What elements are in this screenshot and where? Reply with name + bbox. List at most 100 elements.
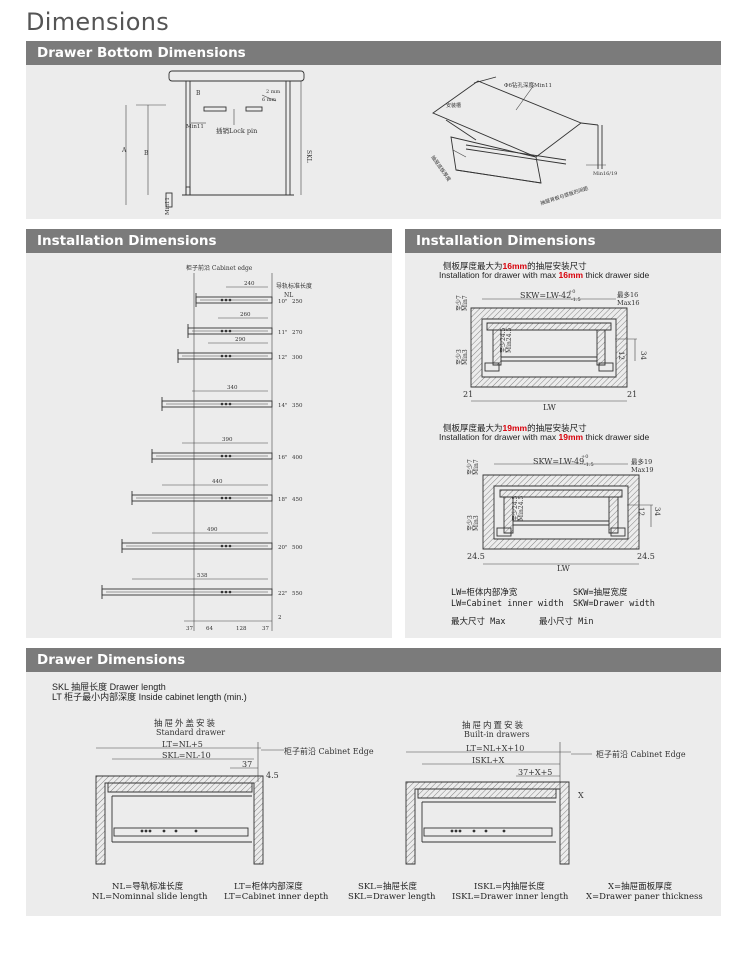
min11-label: Min11: [186, 124, 204, 130]
slide-hole: [224, 354, 228, 358]
legend-iskl-cn: ISKL=内抽屉长度: [474, 882, 545, 892]
standard-drawer-diagram: [95, 742, 284, 865]
legend-iskl-en: ISKL=Drawer inner length: [452, 892, 569, 902]
svg-text:Min11: Min11: [165, 197, 171, 215]
slide-size-label: 10": [278, 299, 288, 305]
lock-pin-label: 插销Lock pin: [216, 126, 257, 135]
bottom-dim-2: 64: [206, 626, 213, 632]
drawer-bottom-drawing: 插销Lock pin Min11 SKL A B B 2 mm 6 mm Min…: [121, 70, 617, 215]
drawer-dims-panel: SKL 抽屉长度 Drawer length LT 柜子最小内部深度 Insid…: [26, 672, 721, 916]
legend-skw-cn: SKW=抽屉宽度: [573, 588, 628, 598]
svg-text:-1.5: -1.5: [584, 462, 594, 468]
side-dim: 2: [278, 615, 282, 621]
svg-text:+0: +0: [568, 289, 575, 295]
slide-nl-label: 250: [292, 299, 303, 305]
section-header-install-left: Installation Dimensions: [26, 229, 392, 253]
svg-text:21: 21: [463, 390, 473, 399]
svg-text:-1.5: -1.5: [571, 297, 581, 303]
svg-text:Min24.5: Min24.5: [518, 496, 525, 521]
slide-hole: [220, 329, 224, 333]
slide-hole: [224, 329, 228, 333]
page-title: Dimensions: [26, 8, 170, 36]
svg-text:12: 12: [617, 351, 625, 360]
svg-text:Min24.5: Min24.5: [506, 328, 513, 353]
slide-nl-label: 300: [292, 355, 303, 361]
svg-text:21: 21: [627, 390, 637, 399]
svg-text:24.5: 24.5: [637, 552, 655, 561]
drawer-iso-top: [432, 80, 582, 158]
svg-text:至少7: 至少7: [467, 459, 474, 475]
intro-lt: LT 柜子最小内部深度 Inside cabinet length (min.): [52, 692, 247, 702]
slide-nl-label: 450: [292, 497, 303, 503]
bottom-dim-4: 37: [262, 626, 269, 632]
svg-text:12: 12: [637, 507, 645, 516]
slide-size-label: 22": [278, 591, 288, 597]
drawer-front-top: [168, 70, 305, 82]
bottom-dim-1: 37: [186, 626, 193, 632]
slide-dim-label: 290: [235, 337, 246, 343]
cabinet-edge-label: 柜子前沿 Cabinet edge: [186, 264, 253, 272]
lw-19-label: LW: [557, 564, 571, 573]
legend-skw-en: SKW=Drawer width: [573, 599, 655, 609]
max19-cn: 最多19: [631, 457, 652, 466]
lt-nlx10: LT=NL+X+10: [466, 744, 524, 753]
svg-text:安装槽: 安装槽: [446, 102, 461, 109]
legend-lw-cn: LW=柜体内部净宽: [451, 588, 518, 598]
lt-nl5: LT=NL+5: [162, 740, 203, 749]
legend-nl-cn: NL=导轨标准长度: [112, 882, 184, 892]
svg-text:Min3: Min3: [462, 349, 469, 365]
intro-skl: SKL 抽屉长度 Drawer length: [52, 682, 166, 692]
svg-text:B: B: [196, 90, 201, 97]
cabinet-edge-1: 柜子前沿 Cabinet Edge: [284, 746, 374, 756]
legend-nl-en: NL=Nominnal slide length: [92, 892, 208, 902]
slide-hole: [224, 544, 228, 548]
legend-min: 最小尺寸 Min: [539, 617, 594, 627]
svg-text:34: 34: [639, 351, 647, 360]
slide-hole: [228, 354, 232, 358]
iskl-x: ISKL+X: [472, 756, 505, 765]
drill-depth-label: Φ6钻孔深度Min11: [504, 81, 552, 89]
caption-19-en: Installation for drawer with max 19mm th…: [439, 432, 650, 442]
bottom-thickness-label: 抽屉底板厚度: [429, 154, 452, 183]
skl-label: SKL: [305, 150, 312, 163]
max19-en: Max19: [631, 466, 653, 474]
svg-text:至少3: 至少3: [456, 349, 463, 365]
svg-text:Min7: Min7: [473, 459, 480, 475]
slide-hole: [228, 402, 232, 406]
slide-dim-label: 538: [197, 573, 208, 579]
svg-text:Min16/19: Min16/19: [593, 171, 617, 177]
slide-size-label: 16": [278, 455, 288, 461]
a-label: A: [121, 147, 127, 154]
drawer-bottom-panel: 插销Lock pin Min11 SKL A B B 2 mm 6 mm Min…: [26, 65, 721, 219]
legend-lt-cn: LT=柜体内部深度: [234, 882, 303, 892]
slide-dim-label: 490: [207, 527, 218, 533]
lw-16-label: LW: [543, 403, 557, 412]
svg-text:Min3: Min3: [473, 515, 480, 531]
install-right-panel: SKW=LW-42 +0 -1.5 最多16 Max16 至少7 Min7 至少…: [405, 253, 721, 638]
slide-hole: [224, 496, 228, 500]
standard-en: Standard drawer: [156, 728, 225, 737]
legend-skl-cn: SKL=抽屉长度: [358, 882, 417, 892]
legend-lt-en: LT=Cabinet inner depth: [224, 892, 329, 902]
svg-text:24.5: 24.5: [467, 552, 485, 561]
legend-x-cn: X=抽屉面板厚度: [608, 882, 673, 892]
slide-hole: [228, 590, 232, 594]
builtin-cn: 抽屉内置安装: [462, 720, 525, 731]
caption-16-en: Installation for drawer with max 16mm th…: [439, 270, 650, 280]
slide-dim-label: 240: [244, 281, 255, 287]
legend-lw-en: LW=Cabinet inner width: [451, 599, 564, 609]
slide-nl-label: 500: [292, 545, 303, 551]
slide-hole: [220, 496, 224, 500]
nl-label: NL: [284, 292, 293, 299]
back-clearance-label: 抽屉背板与底板的间距: [539, 185, 589, 207]
lock-pin-right: [245, 106, 263, 112]
slide-hole: [220, 298, 224, 302]
skw-16-label: SKW=LW-42: [520, 291, 571, 300]
cross-section-drawings: SKW=LW-42 +0 -1.5 最多16 Max16 至少7 Min7 至少…: [456, 289, 661, 573]
slide-hole: [224, 298, 228, 302]
